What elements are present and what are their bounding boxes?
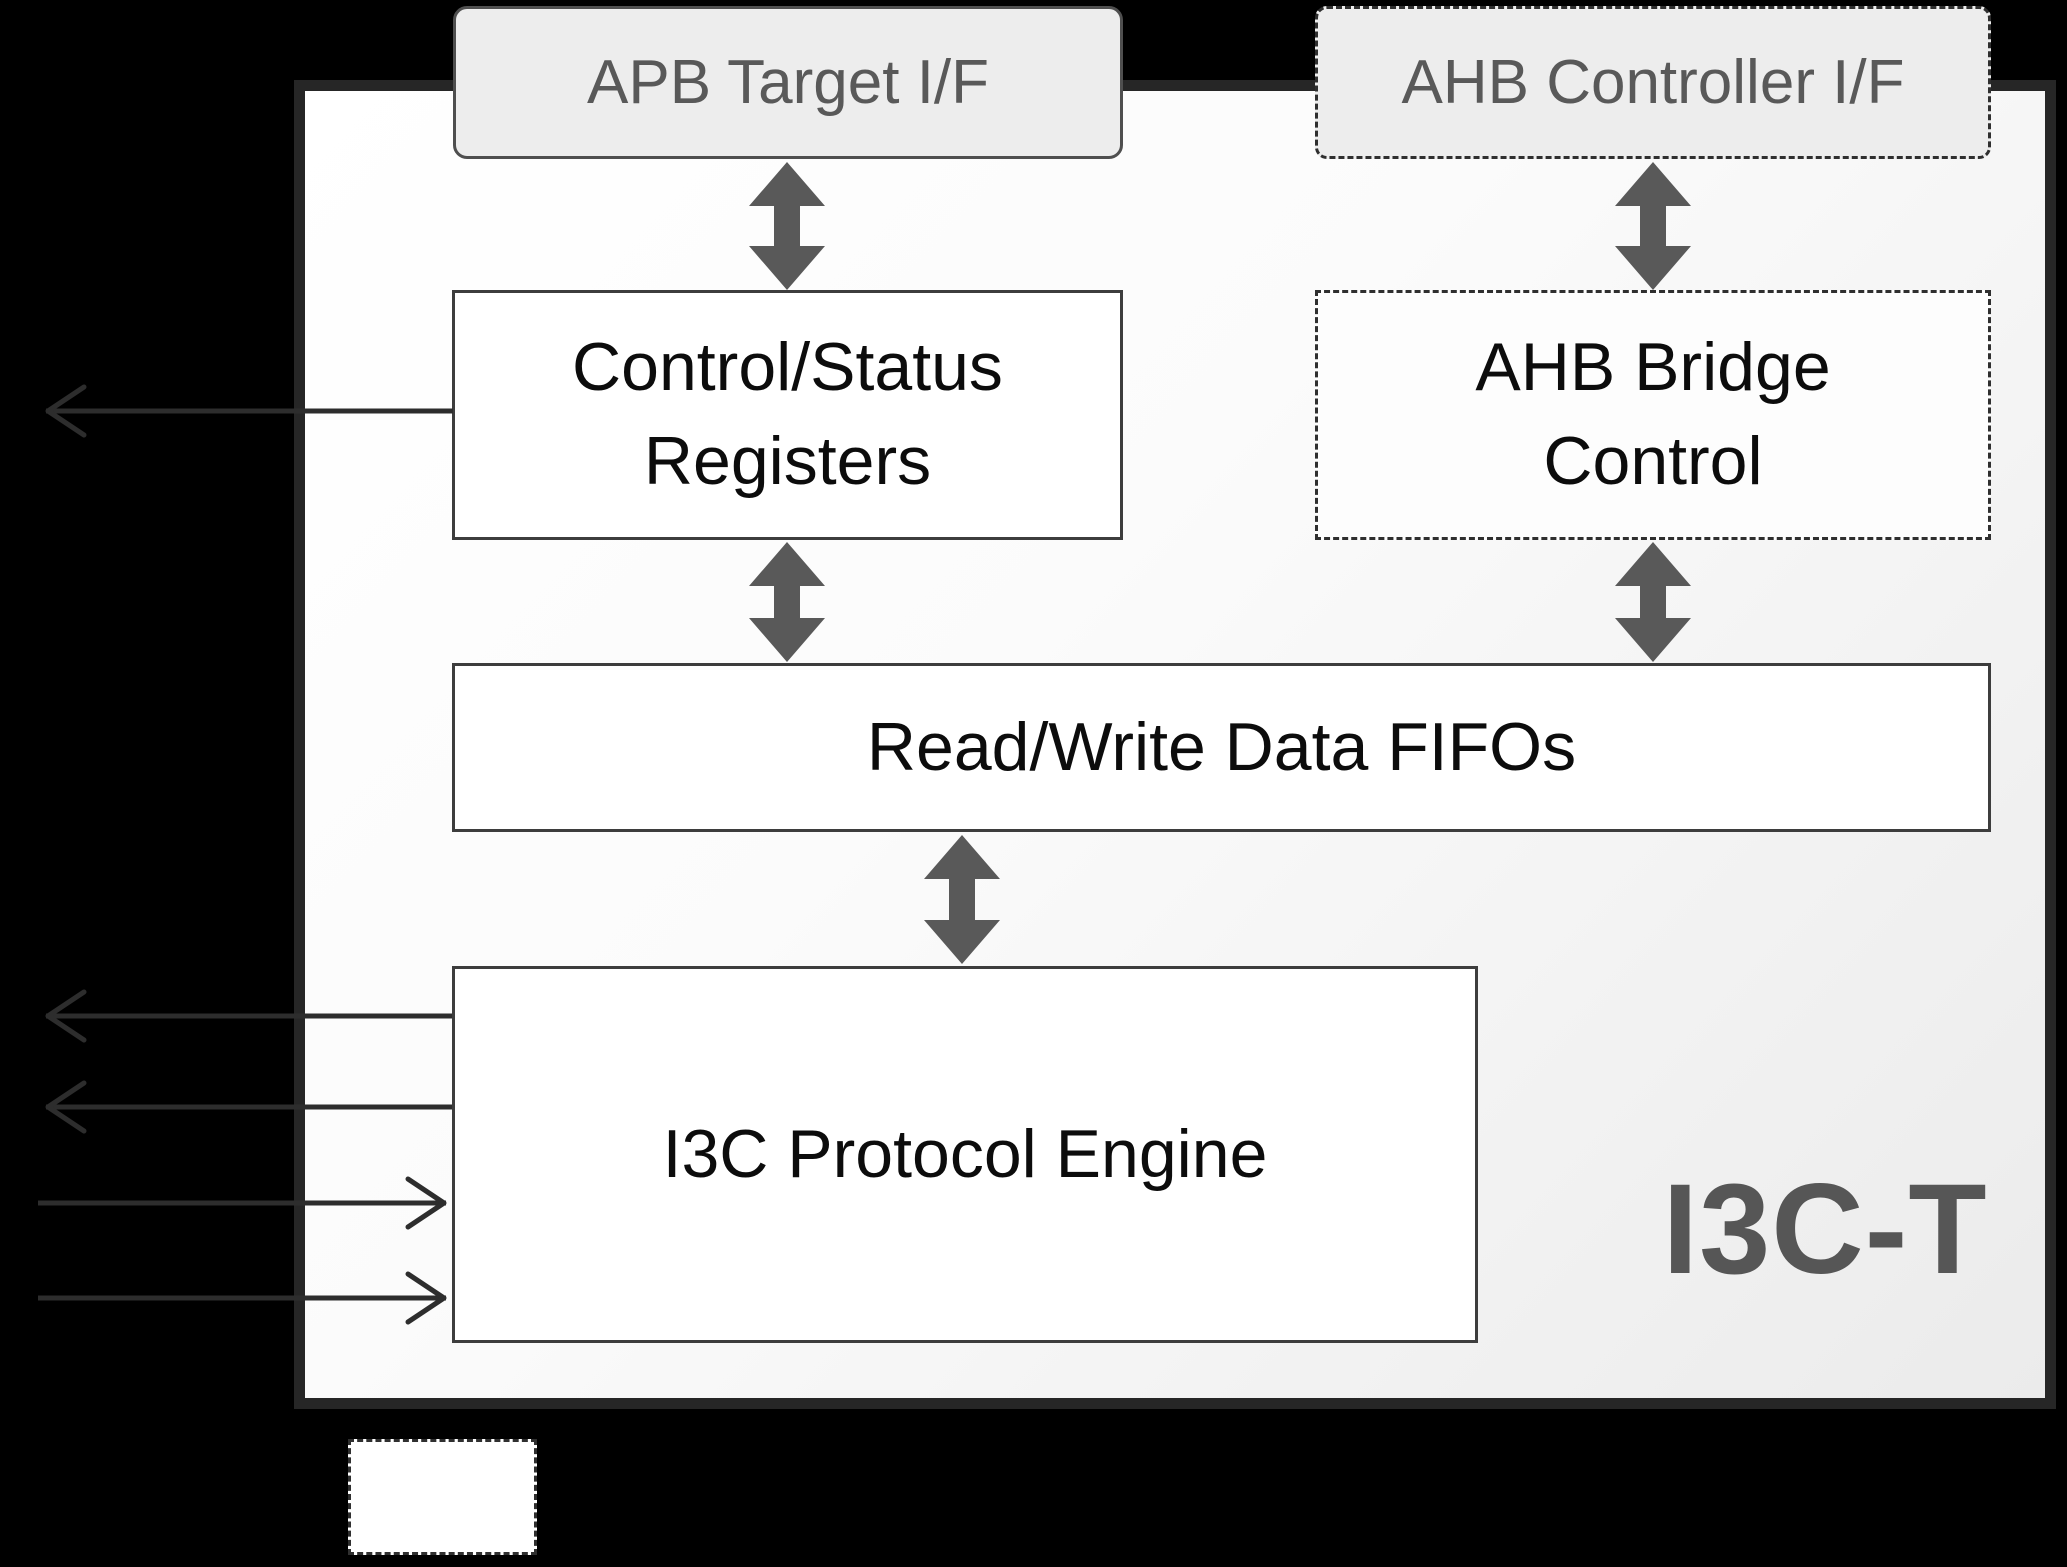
ahb-bridge-control-box: AHB Bridge Control	[1315, 290, 1991, 540]
legend-box	[348, 1439, 537, 1555]
ahb-bridge-control-label-line2: Control	[1543, 423, 1763, 499]
i3c-protocol-engine-box: I3C Protocol Engine	[452, 966, 1478, 1343]
ahb-bridge-control-label-line1: AHB Bridge	[1475, 329, 1831, 406]
module-name-text: I3C-T	[1662, 1157, 1988, 1301]
apb-target-if-box: APB Target I/F	[453, 6, 1123, 159]
control-status-registers-label-line1: Control/Status	[572, 329, 1003, 406]
ahb-controller-if-label: AHB Controller I/F	[1401, 48, 1905, 117]
apb-target-if-label: APB Target I/F	[586, 48, 990, 117]
control-status-registers-box: Control/Status Registers	[452, 290, 1123, 540]
read-write-data-fifos-label: Read/Write Data FIFOs	[866, 708, 1577, 785]
ahb-controller-if-box: AHB Controller I/F	[1315, 6, 1991, 159]
module-name-label: I3C-T	[1630, 1157, 2020, 1301]
read-write-data-fifos-box: Read/Write Data FIFOs	[452, 663, 1991, 832]
i3c-protocol-engine-label: I3C Protocol Engine	[662, 1115, 1268, 1192]
control-status-registers-label-line2: Registers	[643, 423, 932, 499]
